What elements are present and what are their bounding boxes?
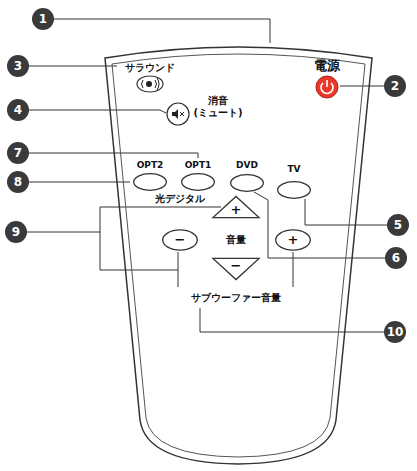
input-button-outline bbox=[133, 173, 167, 191]
callout-number: 6 bbox=[385, 247, 407, 269]
button-label: − bbox=[175, 233, 186, 248]
input-button-shape bbox=[134, 174, 167, 191]
input-button: TV bbox=[277, 181, 311, 199]
power-button bbox=[316, 76, 338, 98]
volume-down-button: − bbox=[212, 258, 260, 280]
remote-outline bbox=[105, 47, 372, 464]
button-label: + bbox=[288, 233, 299, 248]
subwoofer-up-button: + bbox=[275, 229, 311, 251]
button-label: サラウンド bbox=[125, 62, 175, 74]
subwoofer-down-button: − bbox=[162, 229, 198, 251]
remote-body: サラウンド電源消音 (ミュート)光デジタル音量サブウーファー音量OPT2OPT1… bbox=[105, 38, 372, 465]
button-label: 消音 (ミュート) bbox=[187, 95, 249, 118]
input-button: OPT2 bbox=[133, 173, 167, 191]
input-button-outline bbox=[230, 174, 264, 192]
subwoofer-down-button-shape bbox=[163, 230, 198, 250]
callout-number: 3 bbox=[7, 55, 29, 77]
button-label: 電源 bbox=[314, 59, 340, 74]
callout-number: 10 bbox=[384, 321, 406, 343]
volume-up-button: + bbox=[212, 196, 260, 218]
button-label: TV bbox=[287, 164, 300, 174]
leader-line bbox=[27, 19, 387, 332]
callout-number: 9 bbox=[5, 221, 27, 243]
input-button-shape bbox=[231, 175, 264, 192]
input-button-shape bbox=[278, 182, 311, 199]
input-button: OPT1 bbox=[181, 173, 215, 191]
volume-down-button-shape bbox=[213, 258, 259, 279]
callout-number: 5 bbox=[387, 214, 409, 236]
input-button-shape bbox=[182, 174, 215, 191]
remote-body-outline bbox=[105, 38, 372, 465]
callout-number: 8 bbox=[7, 171, 29, 193]
input-button-outline bbox=[181, 173, 215, 191]
input-button-outline bbox=[277, 181, 311, 199]
callout-number: 1 bbox=[32, 8, 54, 30]
callout-number: 7 bbox=[7, 142, 29, 164]
button-label: + bbox=[231, 203, 242, 218]
button-label: − bbox=[231, 259, 242, 274]
mute-button bbox=[167, 103, 189, 125]
button-label: OPT2 bbox=[137, 160, 164, 170]
surround-button bbox=[137, 76, 163, 92]
input-button: DVD bbox=[230, 174, 264, 192]
callout-number: 4 bbox=[7, 99, 29, 121]
button-label: OPT1 bbox=[185, 160, 212, 170]
subwoofer-up-button-shape bbox=[276, 230, 311, 250]
remote-inner-outline bbox=[112, 54, 365, 457]
button-label: サブウーファー音量 bbox=[191, 292, 281, 304]
callout-number: 2 bbox=[384, 75, 406, 97]
button-label: 音量 bbox=[226, 234, 246, 246]
volume-up-button-shape bbox=[213, 196, 259, 217]
button-label: 光デジタル bbox=[155, 193, 205, 205]
button-label: DVD bbox=[236, 160, 258, 170]
